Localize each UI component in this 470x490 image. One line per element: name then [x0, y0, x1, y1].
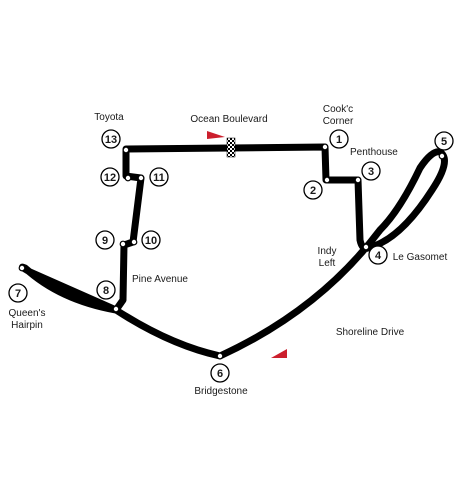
corner-number-5: 5 [441, 136, 447, 148]
corner-dot-9 [119, 240, 127, 248]
toyota-label: Toyota [94, 112, 124, 123]
pine-avenue-label: Pine Avenue [132, 274, 188, 285]
bridgestone-label: Bridgestone [194, 386, 248, 397]
corner-badge-6 [210, 363, 230, 383]
corner-number-6: 6 [217, 368, 223, 380]
corner-dot-4 [362, 243, 370, 251]
corner-dot-5 [438, 152, 446, 160]
corner-number-9: 9 [102, 235, 108, 247]
corner-dot-8 [112, 305, 120, 313]
ocean-boulevard-label: Ocean Boulevard [190, 114, 267, 125]
corner-dot-1 [321, 143, 329, 151]
penthouse-label: Penthouse [350, 147, 398, 158]
queens-hairpin-label-line1: Queen's [9, 308, 46, 319]
corner-dot-10 [130, 238, 138, 246]
corner-number-7: 7 [15, 288, 21, 300]
corner-badge-13 [101, 129, 121, 149]
queens-hairpin-label-line2: Hairpin [11, 320, 43, 331]
corner-badge-10 [141, 230, 161, 250]
cooks-corner-label-line1: Cook'c [323, 104, 353, 115]
red-triangle-icon [207, 131, 225, 139]
corner-dot-3 [354, 176, 362, 184]
cooks-corner-label-line2: Corner [323, 116, 354, 127]
corner-badge-5 [434, 131, 454, 151]
corner-dot-11 [137, 174, 145, 182]
corner-number-11: 11 [153, 172, 165, 184]
corner-dot-7 [18, 264, 26, 272]
corner-number-10: 10 [145, 235, 157, 247]
corner-badge-2 [303, 180, 323, 200]
shoreline-drive-label: Shoreline Drive [336, 327, 405, 338]
corner-number-13: 13 [105, 134, 117, 146]
corner-dot-2 [323, 176, 331, 184]
corner-badge-4 [368, 245, 388, 265]
checkered-flag-icon [226, 137, 236, 158]
corner-dot-12 [124, 174, 132, 182]
corner-badge-11 [149, 167, 169, 187]
le-gasomet-label: Le Gasomet [393, 252, 448, 263]
indy-left-label-line1: Indy [318, 246, 337, 257]
corner-dot-6 [216, 352, 224, 360]
corner-badge-1 [329, 129, 349, 149]
corner-badge-9 [95, 230, 115, 250]
corner-badge-8 [96, 280, 116, 300]
corner-number-4: 4 [375, 250, 382, 262]
indy-left-label-line2: Left [319, 258, 336, 269]
corner-badge-12 [100, 167, 120, 187]
corner-number-1: 1 [336, 134, 342, 146]
corner-badge-3 [361, 161, 381, 181]
corner-badge-7 [8, 283, 28, 303]
corner-number-12: 12 [104, 172, 116, 184]
corner-number-8: 8 [103, 285, 109, 297]
corner-number-2: 2 [310, 185, 316, 197]
red-triangle-icon [271, 349, 287, 358]
corner-number-3: 3 [368, 166, 374, 178]
corner-dot-13 [122, 146, 130, 154]
